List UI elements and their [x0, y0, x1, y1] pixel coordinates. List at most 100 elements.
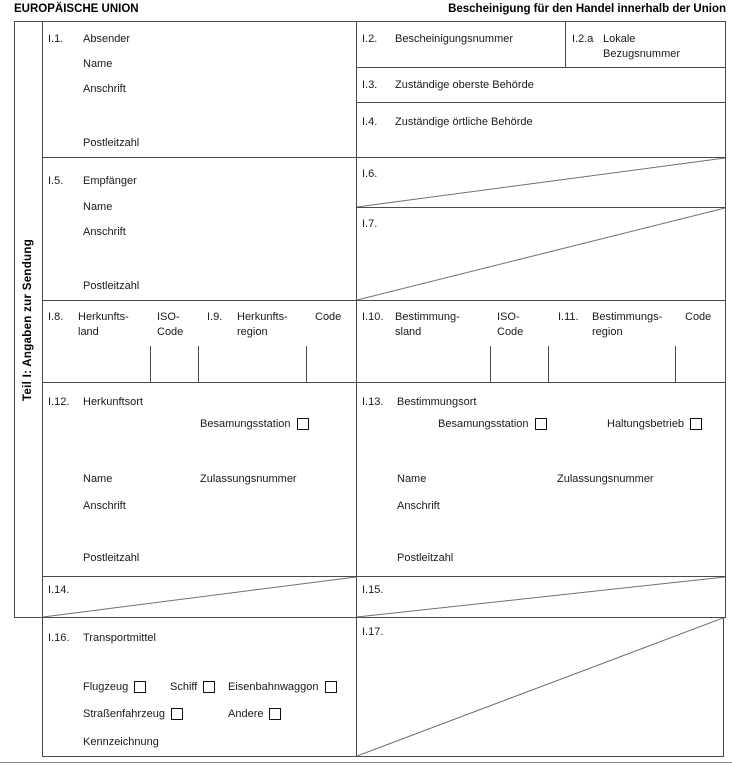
label-i12-approval-number: Zulassungsnummer [200, 473, 297, 485]
label-i5-address: Anschrift [83, 226, 126, 238]
label-i16-identification: Kennzeichnung [83, 736, 159, 748]
option-i16-ship: Schiff [170, 681, 216, 693]
field-title-i2a: Lokale Bezugsnummer [603, 33, 681, 60]
option-i13-semen-centre: Besamungsstation [438, 418, 547, 430]
field-number-i8: I.8. [48, 311, 64, 323]
label-i10-iso-code: ISO- Code [497, 311, 524, 338]
checkbox-i13-semen-centre[interactable] [534, 418, 547, 430]
option-i16-road-vehicle: Straßenfahrzeug [83, 708, 183, 720]
box-i8-i9-origin: I.8. Herkunfts- land ISO- Code I.9. Herk… [43, 300, 356, 382]
header-eu-title: EUROPÄISCHE UNION [14, 3, 139, 15]
box-i6: I.6. [357, 157, 725, 207]
box-i5-consignee: I.5. Empfänger Name Anschrift Postleitza… [43, 157, 356, 300]
box-i15: I.15. [357, 576, 725, 617]
diagonal-strikethrough-i15 [357, 577, 725, 617]
column-tick [490, 346, 491, 383]
divider-line [14, 21, 726, 22]
field-title-i2: Bescheinigungsnummer [395, 33, 514, 45]
option-i16-railway-wagon: Eisenbahnwaggon [228, 681, 337, 693]
box-i7: I.7. [357, 207, 725, 300]
label-i12-address: Anschrift [83, 500, 126, 512]
label-i12-name: Name [83, 473, 113, 485]
divider-line [357, 102, 726, 103]
divider-line [42, 21, 43, 618]
divider-line [356, 617, 357, 757]
field-number-i1: I.1. [48, 33, 64, 45]
box-i4-local-authority: I.4. Zuständige örtliche Behörde [357, 102, 725, 157]
diagonal-strikethrough-i7 [357, 208, 725, 300]
divider-line [725, 21, 726, 618]
field-title-i9: Herkunfts- region [237, 311, 288, 338]
column-tick [675, 346, 676, 383]
field-number-i11: I.11. [558, 311, 579, 323]
label-i1-address: Anschrift [83, 83, 126, 95]
box-i2a-local-reference: I.2.a Lokale Bezugsnummer [566, 21, 725, 67]
label-i16-plane: Flugzeug [83, 681, 129, 693]
box-i16-means-of-transport: I.16. Transportmittel Flugzeug Schiff Ei… [43, 617, 356, 756]
field-number-i13: I.13. [362, 396, 384, 408]
label-i1-postcode: Postleitzahl [83, 137, 140, 149]
label-i16-railway-wagon: Eisenbahnwaggon [228, 681, 319, 693]
field-number-i7: I.7. [362, 218, 378, 230]
field-number-i15: I.15. [362, 584, 384, 596]
diagonal-strikethrough-i14 [43, 577, 356, 617]
column-tick [198, 346, 199, 383]
field-number-i14: I.14. [48, 584, 70, 596]
label-i13-name: Name [397, 473, 427, 485]
field-number-i16: I.16. [48, 632, 70, 644]
checkbox-i16-ship[interactable] [203, 681, 216, 693]
divider-line [14, 21, 15, 618]
box-i12-place-of-origin: I.12. Herkunftsort Besamungsstation Name… [43, 382, 356, 576]
field-number-i2: I.2. [362, 33, 378, 45]
part1-side-label: Teil I: Angaben zur Sendung [22, 238, 35, 401]
field-title-i16: Transportmittel [83, 632, 156, 644]
column-tick [150, 346, 151, 383]
checkbox-i12-semen-centre[interactable] [296, 418, 309, 430]
divider-line [356, 21, 357, 618]
label-i13-address: Anschrift [397, 500, 440, 512]
field-title-i8: Herkunfts- land [78, 311, 129, 338]
divider-line [723, 617, 724, 757]
field-number-i5: I.5. [48, 175, 64, 187]
field-number-i2a: I.2.a [572, 33, 594, 45]
column-tick [548, 346, 549, 383]
part1-side-strip: Teil I: Angaben zur Sendung [14, 21, 43, 618]
checkbox-i16-plane[interactable] [134, 681, 147, 693]
diagonal-strikethrough-i6 [357, 158, 725, 207]
page-bottom-rule [0, 762, 732, 763]
box-i17: I.17. [357, 617, 723, 756]
checkbox-i16-railway-wagon[interactable] [324, 681, 337, 693]
field-number-i3: I.3. [362, 79, 378, 91]
label-i13-postcode: Postleitzahl [397, 552, 454, 564]
box-i10-i11-destination: I.10. Bestimmung- sland ISO- Code I.11. … [357, 300, 725, 382]
divider-line [357, 67, 726, 68]
divider-line [43, 157, 726, 158]
checkbox-i16-road-vehicle[interactable] [170, 708, 183, 720]
label-i12-postcode: Postleitzahl [83, 552, 140, 564]
divider-line [42, 617, 43, 757]
label-i16-ship: Schiff [170, 681, 198, 693]
checkbox-i16-other[interactable] [269, 708, 282, 720]
diagonal-strikethrough-i17 [357, 618, 723, 756]
option-i13-holding: Haltungsbetrieb [607, 418, 703, 430]
box-i3-central-authority: I.3. Zuständige oberste Behörde [357, 67, 725, 102]
field-title-i5: Empfänger [83, 175, 137, 187]
field-title-i12: Herkunftsort [83, 396, 143, 408]
option-i16-other: Andere [228, 708, 282, 720]
divider-line [357, 207, 726, 208]
label-i13-holding: Haltungsbetrieb [607, 418, 685, 430]
checkbox-i13-holding[interactable] [690, 418, 703, 430]
field-number-i10: I.10. [362, 311, 384, 323]
label-i5-postcode: Postleitzahl [83, 280, 140, 292]
header-certificate-title: Bescheinigung für den Handel innerhalb d… [448, 3, 726, 15]
box-i14: I.14. [43, 576, 356, 617]
label-i13-semen-centre: Besamungsstation [438, 418, 529, 430]
field-title-i4: Zuständige örtliche Behörde [395, 116, 533, 128]
divider-line [565, 21, 566, 68]
label-i11-code: Code [685, 311, 712, 323]
field-number-i6: I.6. [362, 168, 378, 180]
label-i12-semen-centre: Besamungsstation [200, 418, 291, 430]
field-number-i12: I.12. [48, 396, 70, 408]
label-i8-iso-code: ISO- Code [157, 311, 184, 338]
